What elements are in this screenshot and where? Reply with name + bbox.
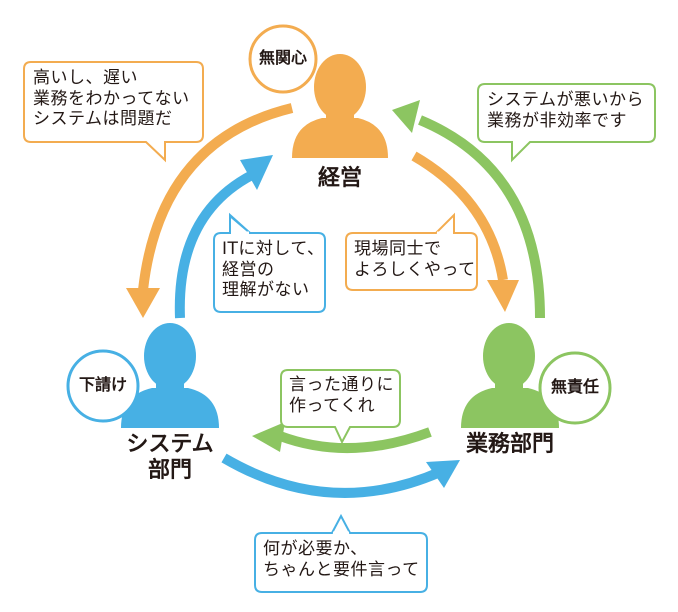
badge-management: 無関心 <box>258 48 307 67</box>
actor-label-business: 業務部門 <box>465 432 554 457</box>
actor-label-system: システム 部門 <box>126 432 214 484</box>
badge-circle-management <box>248 24 318 94</box>
bubble-system-to-management: ITに対して、 経営の 理解がない <box>222 239 325 301</box>
bubble-shape-business-to-system <box>280 369 401 445</box>
arrow-business-to-system <box>252 422 432 454</box>
bubble-system-to-business: 何が必要か、 ちゃんと要件言って <box>263 539 420 580</box>
bubble-management-to-business: 現場同士で よろしくやって <box>354 239 476 280</box>
badge-business: 無責任 <box>550 377 599 396</box>
bubble-shape-system-to-business <box>254 513 428 593</box>
person-icon-system <box>121 323 219 428</box>
arrow-system-to-business <box>221 453 460 498</box>
arrow-management-to-business <box>411 151 519 312</box>
arrow-business-to-management <box>392 100 545 319</box>
bubble-management-to-system: 高いし、遅い 業務をわかってない システムは問題だ <box>33 68 190 130</box>
bubble-shape-management-to-business <box>345 212 478 291</box>
badge-system: 下請け <box>78 375 127 394</box>
bubble-shape-business-to-management <box>477 83 656 163</box>
bubble-shape-management-to-system <box>23 61 204 163</box>
actor-label-management: 経営 <box>317 166 362 191</box>
bubble-business-to-management: システムが悪いから 業務が非効率です <box>487 90 644 131</box>
person-icon-management <box>292 54 388 158</box>
arrow-management-to-system <box>126 103 294 318</box>
bubble-business-to-system: 言った通りに 作ってくれ <box>289 375 394 416</box>
arrow-system-to-management <box>174 155 273 319</box>
badge-circle-system <box>66 349 140 423</box>
badge-circle-business <box>538 351 612 425</box>
bubble-shape-system-to-management <box>213 212 326 313</box>
person-icon-business <box>461 323 559 428</box>
